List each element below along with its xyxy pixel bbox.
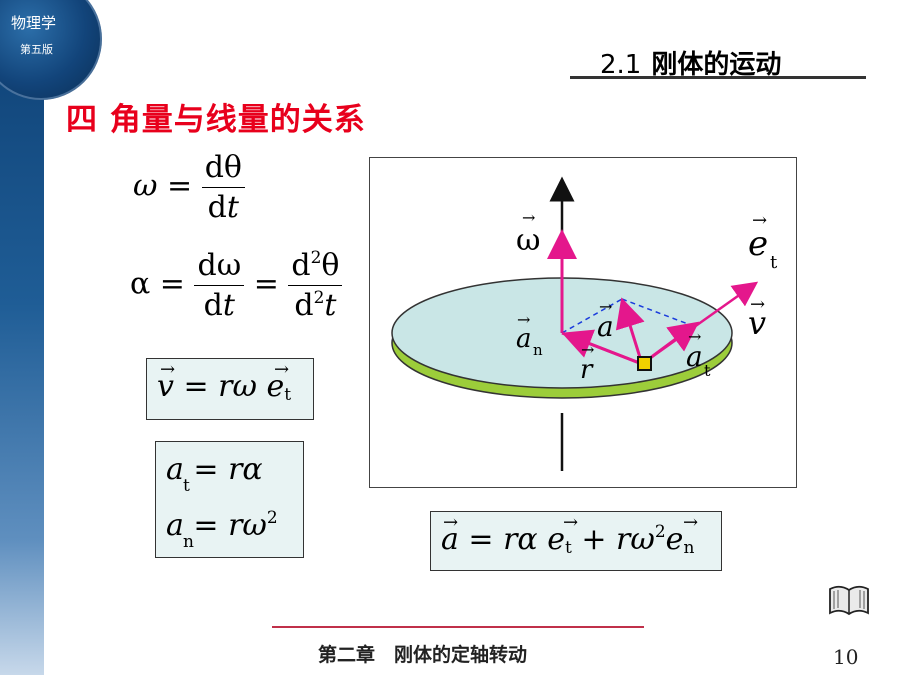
- section-title: 刚体的运动: [651, 50, 782, 80]
- logo-title: 物理学: [11, 14, 57, 32]
- exponent-2: 2: [654, 522, 666, 542]
- total-acceleration-box: a = rα et + rω2en → → →: [430, 511, 722, 571]
- frac-numerator: d2θ: [288, 248, 343, 286]
- formula-part-3: e: [665, 522, 684, 557]
- vector-arrow-icon: →: [599, 297, 612, 316]
- frac-numerator: dω: [194, 248, 245, 286]
- chapter-title: 第二章 刚体的定轴转动: [318, 644, 528, 666]
- exponent-2: 2: [266, 508, 278, 528]
- d-letter: d: [291, 248, 311, 283]
- equation-omega: ω = dθ dt: [133, 150, 245, 225]
- velocity-formula: v = rω et: [157, 369, 291, 405]
- vector-arrow-icon: →: [563, 512, 579, 533]
- vector-arrow-icon: →: [160, 359, 176, 380]
- theta-letter: θ: [321, 248, 340, 283]
- rotating-disk-diagram: ω → e t → v → a n → a → r → a t →: [369, 157, 797, 488]
- an-subscript: n: [533, 341, 543, 359]
- velocity-label: v: [748, 304, 766, 342]
- vector-arrow-icon: →: [683, 512, 699, 533]
- fraction-d2theta-d2t: d2θ d2t: [288, 248, 343, 323]
- d-letter: d: [203, 288, 223, 323]
- normal-accel-vector: [561, 329, 643, 366]
- velocity-formula-text: v = rω e: [157, 369, 285, 404]
- vector-arrow-icon: →: [752, 210, 767, 231]
- total-acceleration-formula: a = rα et + rω2en: [441, 522, 694, 558]
- fraction-dtheta-dt: dθ dt: [201, 150, 245, 225]
- subscript-t: t: [183, 476, 190, 496]
- velocity-formula-box: v = rω et → →: [146, 358, 314, 420]
- at-subscript: t: [704, 361, 711, 380]
- et-subscript: t: [770, 252, 778, 273]
- section-header: 2.1 刚体的运动: [600, 44, 781, 81]
- vector-arrow-icon: →: [443, 512, 459, 533]
- section-number: 2.1: [600, 50, 642, 80]
- fraction-domega-dt: dω dt: [194, 248, 245, 323]
- omega-symbol: ω: [133, 168, 158, 204]
- subscript-n: n: [683, 538, 695, 558]
- logo-edition: 第五版: [20, 43, 53, 56]
- page-number: 10: [833, 645, 859, 669]
- vector-arrow-icon: →: [688, 327, 701, 346]
- frac-denominator: d2t: [288, 286, 342, 323]
- exponent: 2: [313, 288, 325, 308]
- acceleration-components-box: a = rα t a = rω2 n: [155, 441, 304, 558]
- et-label: e: [748, 224, 768, 264]
- d-letter: d: [294, 288, 314, 323]
- disk-diagram-svg: ω → e t → v → a n → a → r → a t →: [391, 176, 778, 471]
- r-label: r: [580, 355, 594, 385]
- an-formula-text: a = rω: [166, 508, 267, 543]
- at-formula-text: a = rα: [166, 452, 263, 487]
- frac-denominator: dt: [194, 286, 244, 323]
- total-accel-vector: [615, 297, 645, 365]
- slide-heading: 四 角量与线量的关系: [66, 102, 366, 138]
- tangential-accel-formula: a = rα: [166, 452, 263, 487]
- book-icon[interactable]: [826, 575, 872, 621]
- header-rule: [570, 76, 866, 79]
- exponent: 2: [310, 248, 322, 268]
- tangent-unit-vector: [641, 281, 759, 366]
- d-letter: d: [207, 190, 227, 225]
- frac-numerator: dθ: [201, 150, 245, 188]
- formula-part-2: + rω: [571, 522, 655, 557]
- alpha-symbol: α: [130, 266, 151, 302]
- subscript-t: t: [284, 385, 292, 405]
- at-label: a: [686, 340, 703, 373]
- vector-arrow-icon: →: [581, 340, 594, 359]
- a-label: a: [597, 310, 614, 343]
- particle-marker: [637, 356, 652, 371]
- footer-rule: [272, 626, 644, 628]
- vector-arrow-icon: →: [750, 294, 765, 315]
- normal-accel-formula: a = rω2: [166, 508, 278, 543]
- t-letter: t: [226, 190, 239, 225]
- equation-alpha: α = dω dt = d2θ d2t: [130, 248, 343, 323]
- formula-part-1: a = rα e: [441, 522, 565, 557]
- an-label: a: [516, 324, 532, 354]
- subscript-n: n: [183, 532, 194, 552]
- omega-label: ω: [516, 223, 540, 258]
- dashed-construction-line: [561, 298, 623, 334]
- t-letter: t: [222, 288, 235, 323]
- frac-denominator: dt: [202, 188, 245, 225]
- vector-arrow-icon: →: [522, 208, 535, 227]
- t-letter: t: [324, 288, 337, 323]
- subscript-t: t: [564, 538, 572, 558]
- sidebar-band: [0, 0, 44, 675]
- vector-arrow-icon: →: [274, 359, 290, 380]
- vector-arrow-icon: →: [517, 310, 530, 329]
